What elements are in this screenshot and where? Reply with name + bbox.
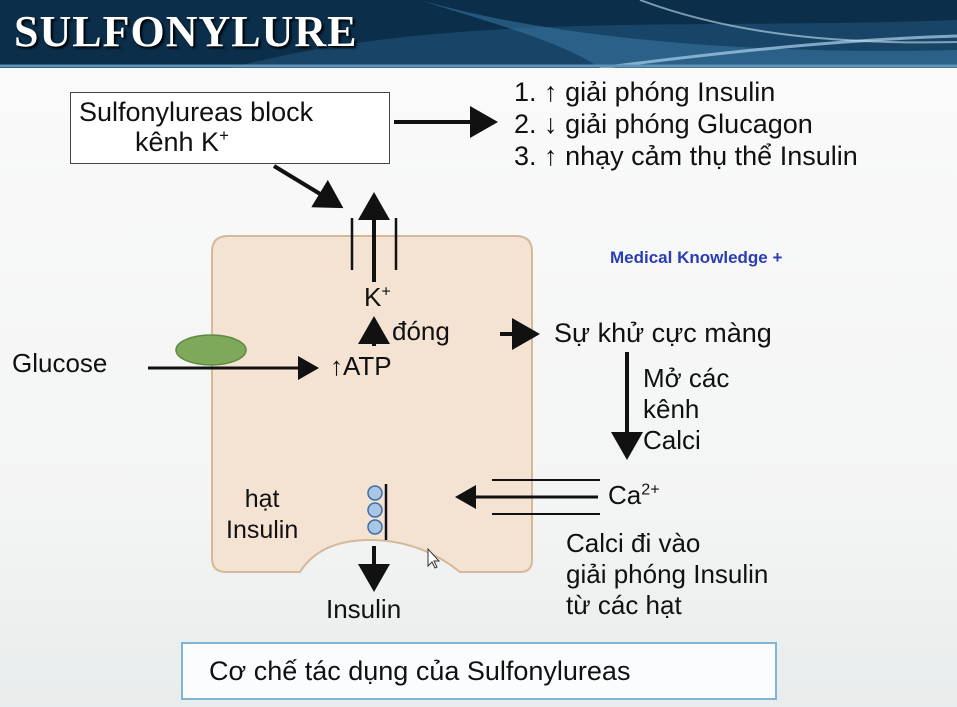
atp-label: ↑ATP [330, 351, 392, 381]
figure-caption-box: Cơ chế tác dụng của Sulfonylureas [181, 642, 777, 700]
effect-item: 1. ↑ giải phóng Insulin [514, 77, 776, 107]
closing-label: đóng [392, 316, 450, 346]
beta-cell [211, 235, 533, 573]
arrow-down-icon: ↓ [544, 109, 558, 139]
k-ion-label: K+ [364, 282, 391, 312]
figure-caption: Cơ chế tác dụng của Sulfonylureas [209, 656, 631, 686]
mouse-cursor-icon [427, 547, 441, 569]
block-box-line2: kênh K+ [135, 125, 229, 157]
effects-list: 1. ↑ giải phóng Insulin 2. ↓ giải phóng … [514, 76, 858, 172]
effect-item: 3. ↑ nhạy cảm thụ thể Insulin [514, 141, 858, 171]
depolarization-label: Sự khử cực màng [554, 318, 772, 348]
glucose-transporter [175, 334, 247, 366]
insulin-granule [367, 502, 383, 518]
insulin-granule [367, 485, 383, 501]
sulfonylurea-block-box: Sulfonylureas block kênh K+ [70, 92, 390, 164]
calcium-ion-label: Ca2+ [608, 480, 660, 510]
calcium-release-note: Calci đi vào giải phóng Insulin từ các h… [566, 528, 769, 620]
effect-item: 2. ↓ giải phóng Glucagon [514, 109, 813, 139]
slide-title: SULFONYLURE [14, 7, 358, 56]
block-to-channel-arrow [272, 164, 344, 209]
insulin-released-label: Insulin [326, 594, 402, 624]
block-box-line1: Sulfonylureas block [79, 97, 314, 127]
insulin-granule [367, 519, 383, 535]
arrow-up-icon: ↑ [544, 141, 558, 171]
arrow-up-icon: ↑ [544, 77, 558, 107]
open-channels-label: Mở các kênh Calci [643, 363, 730, 455]
header-swoosh-decoration [0, 0, 957, 68]
slide-header: SULFONYLURE [0, 0, 957, 68]
brand-watermark: Medical Knowledge + [610, 248, 783, 267]
granules-label: hạt Insulin [226, 485, 299, 544]
glucose-label: Glucose [12, 348, 108, 378]
